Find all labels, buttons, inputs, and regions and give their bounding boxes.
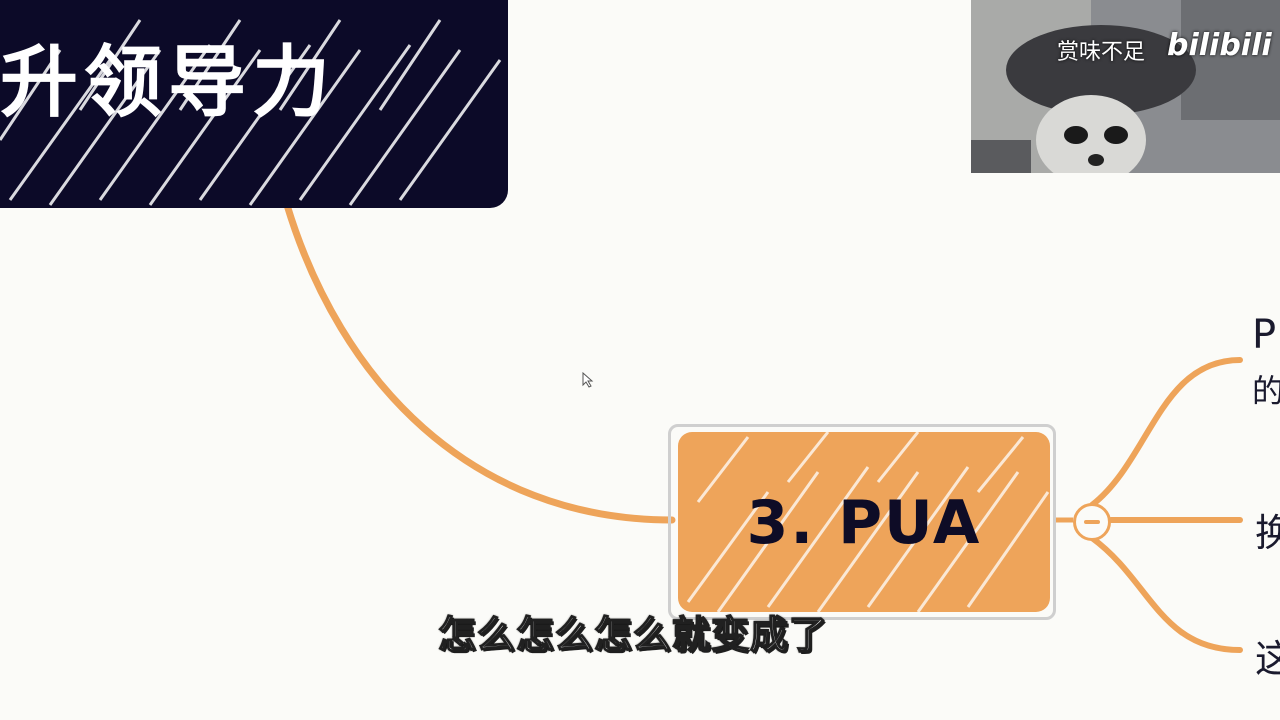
parent-topic-node[interactable]: 升领导力 — [0, 0, 508, 208]
mouse-cursor-icon — [582, 372, 594, 388]
child-topic-2-label[interactable]: 换 — [1255, 511, 1280, 555]
parent-hatch-texture — [0, 19, 502, 206]
pua-topic-node[interactable]: 3. PUA — [678, 432, 1050, 612]
branch-pua-to-child-1 — [1089, 357, 1243, 508]
watermark-text: 赏味不足 — [1057, 40, 1146, 65]
bilibili-logo: bilibili — [1167, 28, 1272, 63]
webcam-feed-image — [971, 0, 1280, 173]
child-topic-3-label[interactable]: 这 — [1255, 637, 1280, 681]
child-topic-1-label[interactable]: P — [1252, 312, 1277, 358]
child-topic-1-sublabel: 的 — [1252, 372, 1280, 410]
video-subtitle: 怎么怎么怎么就变成了 — [437, 612, 828, 658]
pua-hatch-texture — [686, 432, 1050, 612]
branch-pua-to-child-3 — [1089, 535, 1243, 653]
selected-node-frame — [668, 424, 1056, 620]
parent-topic-title: 升领导力 — [0, 38, 337, 128]
webcam-overlay: 赏味不足 bilibili — [971, 0, 1280, 173]
branch-parent-to-pua — [283, 201, 676, 524]
collapse-branch-button[interactable] — [1073, 503, 1111, 541]
pua-topic-title: 3. PUA — [746, 488, 982, 558]
